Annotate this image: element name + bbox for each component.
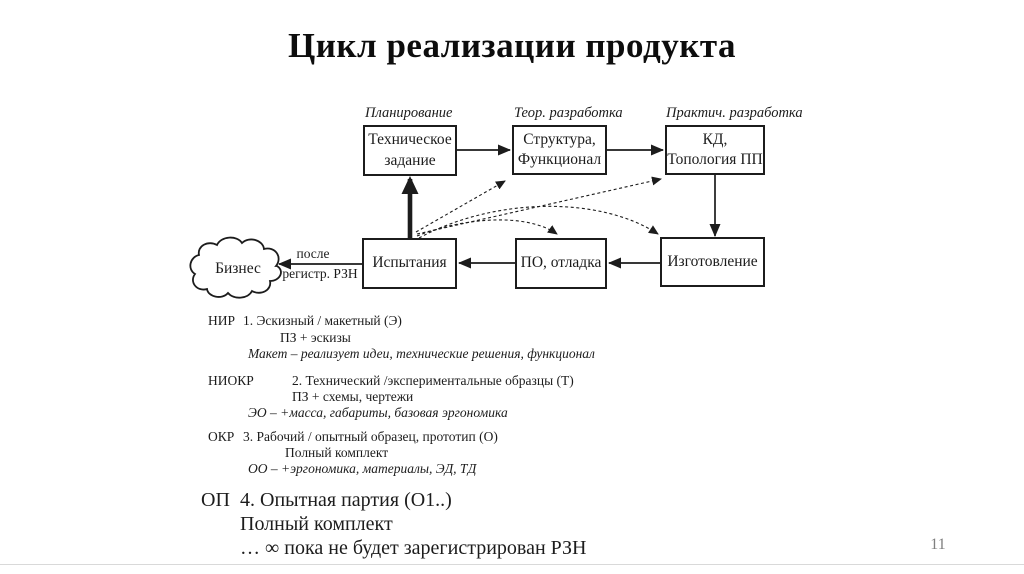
bottom-divider: [0, 564, 1024, 565]
note-niokr-abbr: НИОКР: [208, 373, 254, 388]
note-nir-detail: ПЗ + эскизы: [280, 330, 351, 345]
box-software-debug: ПО, отладка: [515, 238, 607, 289]
note-okr-detail: Полный комплект: [285, 445, 389, 460]
stage-label-planning: Планирование: [365, 105, 453, 121]
note-op-title: 4. Опытная партия (О1..): [240, 489, 452, 511]
box-structure-functional: Структура, Функционал: [512, 125, 607, 175]
note-op-abbr: ОП: [201, 489, 230, 511]
note-okr-abbr: ОКР: [208, 429, 235, 444]
after-registration-label-bottom: регистр. РЗН: [282, 266, 358, 281]
note-op-infinity: … ∞ пока не будет зарегистрирован РЗН: [240, 537, 587, 559]
dashed-arrow-testing-to-structure: [415, 180, 506, 233]
box-tech-task: Техническое задание: [363, 125, 457, 176]
stage-label-theoretical: Теор. разработка: [514, 105, 623, 121]
business-cloud-label: Бизнес: [215, 260, 261, 277]
box-testing: Испытания: [362, 238, 457, 289]
slide-title: Цикл реализации продукта: [288, 26, 736, 65]
note-okr-italic: ОО – +эргономика, материалы, ЭД, ТД: [248, 461, 477, 476]
note-niokr-title: 2. Технический /экспериментальные образц…: [292, 373, 574, 388]
box-manufacturing: Изготовление: [660, 237, 765, 287]
note-nir-title: 1. Эскизный / макетный (Э): [243, 313, 402, 328]
note-nir-italic: Макет – реализует идеи, технические реше…: [248, 346, 595, 361]
note-okr-title: 3. Рабочий / опытный образец, прототип (…: [243, 429, 498, 444]
note-op-detail: Полный комплект: [240, 513, 393, 535]
stage-label-practical: Практич. разработка: [666, 105, 803, 121]
box-kd-topology: КД, Топология ПП: [665, 125, 765, 175]
note-niokr-italic: ЭО – +масса, габариты, базовая эргономик…: [248, 405, 508, 420]
page-number: 11: [930, 536, 946, 553]
after-registration-label-top: после: [296, 246, 330, 261]
dashed-arrow-testing-to-software: [416, 219, 558, 237]
business-cloud-icon: [189, 236, 282, 299]
note-nir-abbr: НИР: [208, 313, 236, 328]
note-niokr-detail: ПЗ + схемы, чертежи: [292, 389, 414, 404]
dashed-arrow-testing-to-manufacturing: [418, 205, 659, 239]
